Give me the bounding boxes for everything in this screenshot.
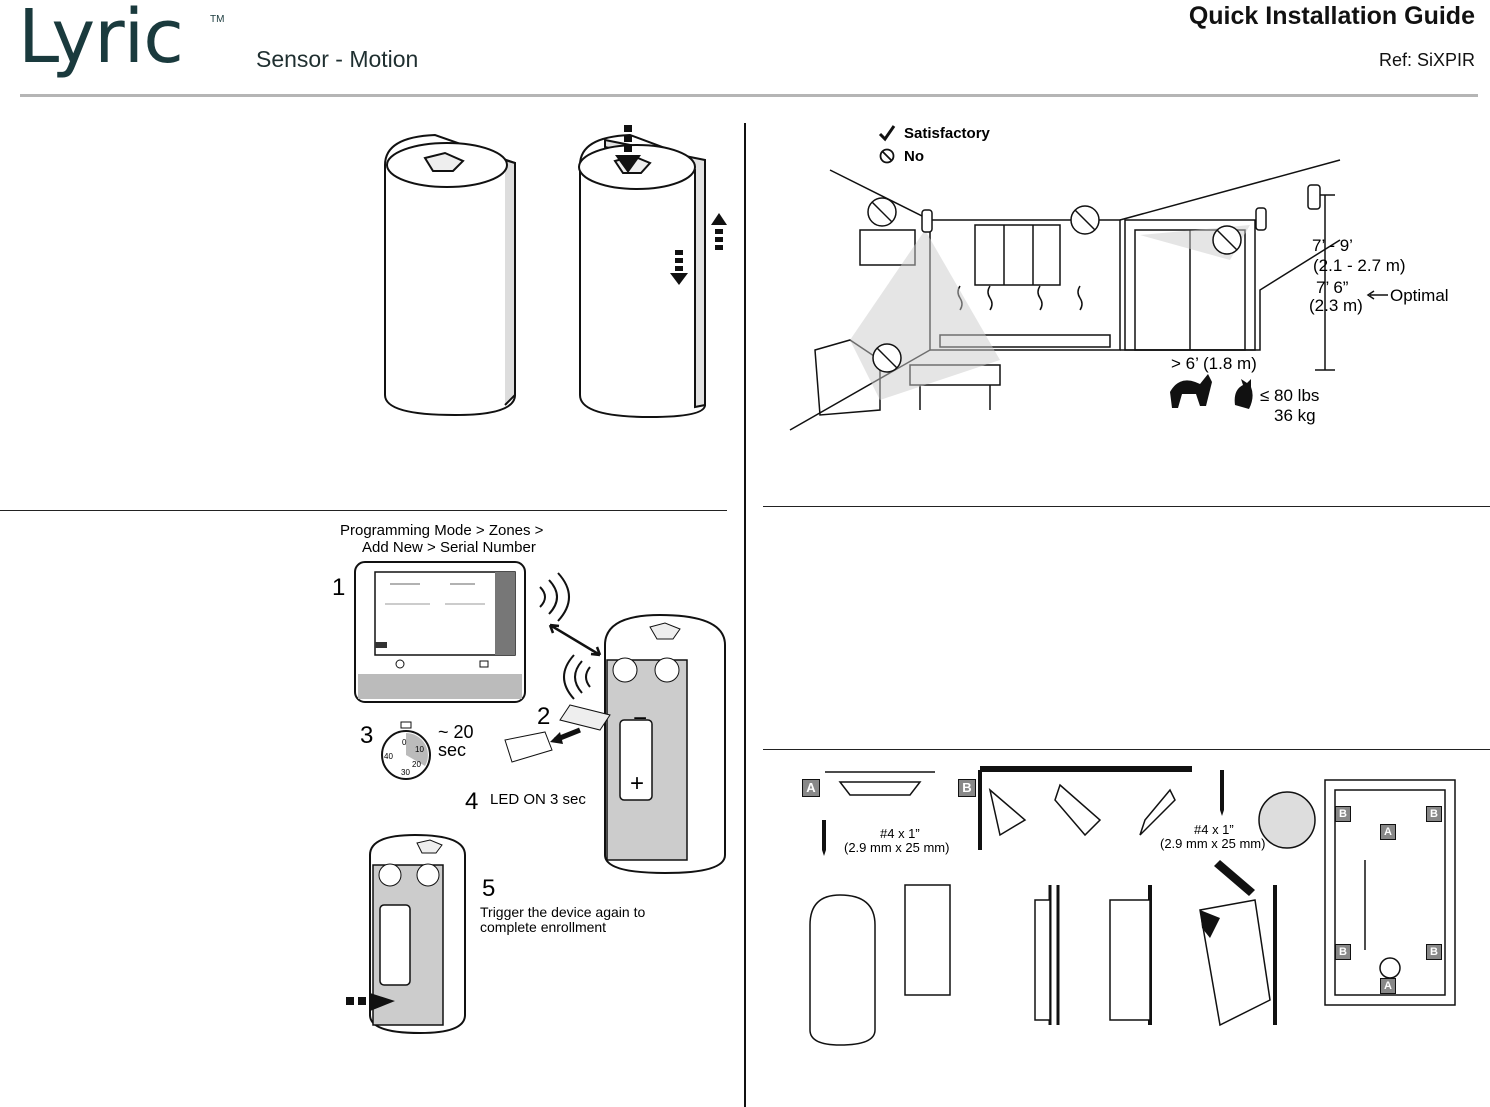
step-3-time: ~ 20 [438, 722, 474, 742]
pet-weight: ≤ 80 lbs [1260, 386, 1320, 405]
step-4-text: LED ON 3 sec [490, 791, 586, 808]
timer-mark-20: 20 [412, 760, 421, 769]
timer-mark-0: 0 [402, 738, 407, 747]
step-3-unit: sec [438, 740, 467, 760]
timer-mark-40: 40 [384, 752, 393, 761]
timer-mark-10: 10 [415, 745, 424, 754]
document-ref: Ref: SiXPIR [1378, 50, 1475, 70]
sensor-open-battery-illustration [595, 615, 730, 875]
pull-tab-illustration [500, 700, 610, 770]
height-optimal: 7’ 6” [1316, 278, 1349, 297]
brand-logo: Lyric [18, 0, 184, 80]
battery-minus: − [633, 705, 648, 732]
signal-waves-icon [535, 572, 575, 622]
height-optimal-metric: (2.3 m) [1309, 296, 1363, 315]
legend-no: No [904, 148, 924, 165]
height-range-metric: (2.1 - 2.7 m) [1313, 256, 1406, 275]
product-name: Sensor - Motion [256, 46, 419, 72]
mounting-options-illustration [800, 760, 1480, 1050]
step-5-line1: Trigger the device again to [480, 904, 646, 920]
optimal-label: Optimal [1390, 286, 1449, 305]
double-arrow-icon [545, 620, 605, 660]
menu-path-line1: Programming Mode > Zones > [340, 522, 544, 539]
document-title: Quick Installation Guide [1188, 2, 1475, 30]
screw-spec-right: #4 x 1” [1194, 822, 1234, 837]
sensor-trigger-illustration [346, 835, 470, 1035]
bracket-label-a-2: A [1380, 978, 1396, 994]
min-distance: > 6’ (1.8 m) [1171, 354, 1257, 373]
column-divider [744, 123, 746, 1107]
step-1-number: 1 [332, 574, 346, 601]
bracket-label-b-2: B [1426, 806, 1442, 822]
bracket-label-a-1: A [1380, 824, 1396, 840]
section-divider-left [0, 510, 727, 511]
room-placement-illustration [790, 160, 1350, 435]
cover-removal-illustration [375, 125, 727, 425]
bracket-label-b-3: B [1335, 944, 1351, 960]
step-5-number: 5 [482, 875, 496, 902]
step-4-number: 4 [465, 788, 479, 815]
screw-spec-left: #4 x 1” [880, 826, 920, 841]
trademark: TM [210, 14, 225, 25]
arrow-left-icon [1366, 290, 1388, 300]
step-5-line2: complete enrollment [480, 919, 607, 935]
screw-spec-left-metric: (2.9 mm x 25 mm) [844, 840, 950, 855]
section-divider-right-1 [763, 506, 1490, 507]
prohibited-icon [879, 148, 895, 164]
step-2-number: 2 [537, 703, 551, 730]
pet-weight-metric: 36 kg [1274, 406, 1316, 425]
bracket-label-b-1: B [1335, 806, 1351, 822]
bracket-label-b-4: B [1426, 944, 1442, 960]
label-a: A [802, 779, 820, 797]
screw-spec-right-metric: (2.9 mm x 25 mm) [1160, 836, 1266, 851]
section-divider-right-2 [763, 749, 1490, 750]
signal-waves-icon-2 [565, 655, 595, 700]
menu-path-line2: Add New > Serial Number [362, 539, 536, 556]
step-3-number: 3 [360, 722, 374, 749]
timer-mark-30: 30 [401, 768, 410, 777]
check-icon [878, 124, 896, 142]
battery-plus: + [630, 770, 645, 797]
legend-satisfactory: Satisfactory [904, 125, 990, 142]
height-range: 7’ - 9’ [1312, 236, 1353, 255]
control-panel-illustration [355, 562, 525, 702]
header-divider [20, 94, 1478, 97]
label-b: B [958, 779, 976, 797]
stopwatch-icon [377, 722, 435, 780]
